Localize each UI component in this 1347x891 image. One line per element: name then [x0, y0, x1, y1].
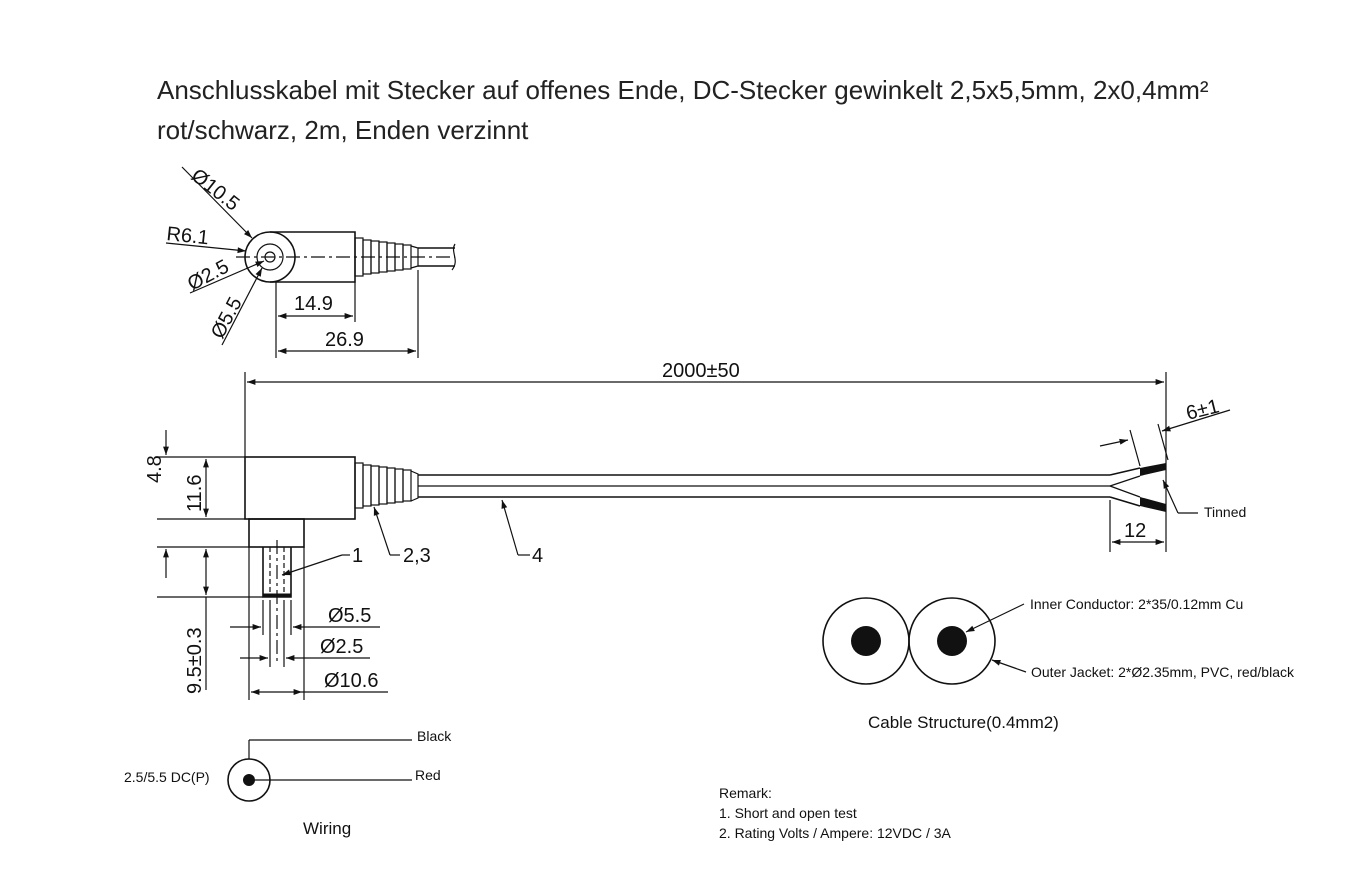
callout-4: 4	[532, 545, 543, 567]
remark: Remark: 1. Short and open test 2. Rating…	[719, 785, 952, 841]
caption-wiring: Wiring	[303, 819, 351, 838]
dim-len-short: 14.9	[294, 293, 333, 315]
dim-total-length: 2000±50	[662, 360, 740, 382]
conductor-right	[937, 626, 967, 656]
dim-pin-d-outer: Ø5.5	[328, 605, 371, 627]
dim-strip-length: 6±1	[1184, 395, 1222, 424]
cable-body	[418, 463, 1166, 512]
label-black: Black	[417, 728, 452, 744]
remark-item-1: 1. Short and open test	[719, 805, 857, 821]
conductor-left	[851, 626, 881, 656]
top-view: Ø10.5 R6.1 Ø2.5 Ø5.5 14.9 26.9	[165, 165, 456, 358]
label-red: Red	[415, 767, 441, 783]
dim-d-inner: Ø2.5	[184, 256, 233, 296]
dim-split-length: 12	[1124, 520, 1146, 542]
remark-heading: Remark:	[719, 785, 772, 801]
label-inner-conductor: Inner Conductor: 2*35/0.12mm Cu	[1030, 596, 1243, 612]
callout-2-3: 2,3	[403, 545, 431, 567]
dim-pin-length: 9.5±0.3	[184, 627, 206, 694]
dim-h-top: 4.8	[144, 455, 166, 483]
label-connector: 2.5/5.5 DC(P)	[124, 769, 210, 785]
drawing-title: Anschlusskabel mit Stecker auf offenes E…	[157, 70, 1307, 150]
cable-structure: Inner Conductor: 2*35/0.12mm Cu Outer Ja…	[822, 596, 1295, 732]
caption-cable-structure: Cable Structure(0.4mm2)	[868, 713, 1059, 732]
title-line-2: rot/schwarz, 2m, Enden verzinnt	[157, 115, 529, 145]
strain-relief-top	[354, 237, 419, 277]
dim-pin-d-inner: Ø2.5	[320, 636, 363, 658]
dim-len-long: 26.9	[325, 329, 364, 351]
label-outer-jacket: Outer Jacket: 2*Ø2.35mm, PVC, red/black	[1031, 664, 1295, 680]
title-line-1: Anschlusskabel mit Stecker auf offenes E…	[157, 75, 1209, 105]
plug-body-side	[244, 456, 356, 520]
dim-radius: R6.1	[165, 223, 209, 249]
dim-d-mid: Ø5.5	[207, 294, 247, 343]
label-tinned: Tinned	[1204, 504, 1246, 520]
remark-item-2: 2. Rating Volts / Ampere: 12VDC / 3A	[719, 825, 952, 841]
callout-1: 1	[352, 545, 363, 567]
wiring: 2.5/5.5 DC(P) Black Red Wiring	[124, 728, 452, 838]
jacket-right	[908, 597, 996, 685]
dim-pin-d-body: Ø10.6	[324, 670, 378, 692]
dim-h-body: 11.6	[184, 475, 206, 512]
dim-d-outer: Ø10.5	[187, 165, 243, 216]
side-view: 2000±50	[144, 360, 1246, 700]
strain-relief-side	[354, 462, 419, 509]
